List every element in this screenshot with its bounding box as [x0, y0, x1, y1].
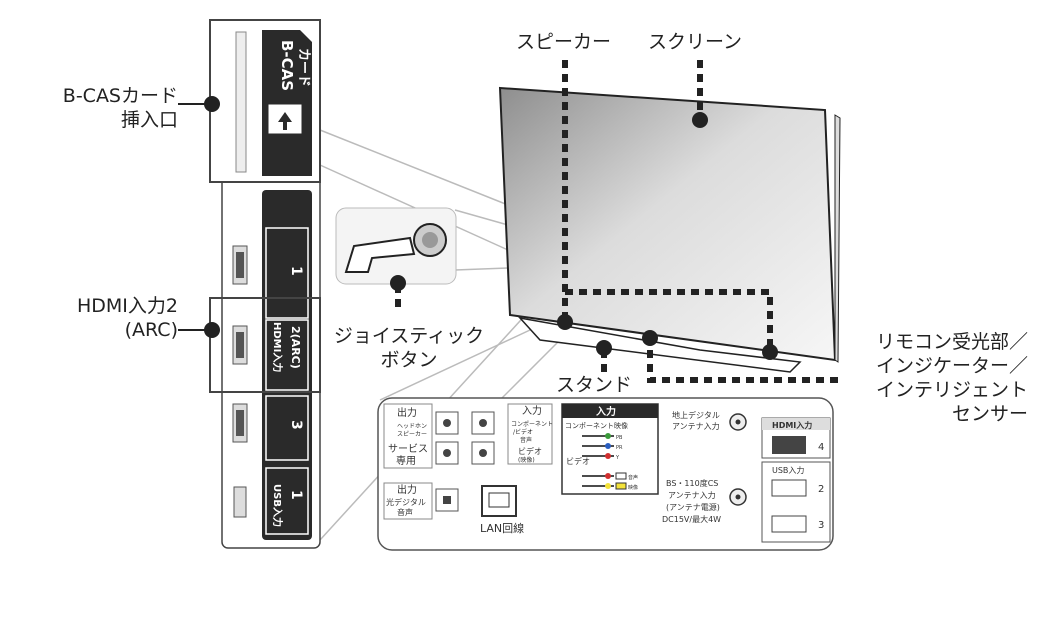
- service-label-1: サービス: [388, 443, 428, 455]
- pb-label: PB: [616, 435, 623, 441]
- speaker-sub-label: スピーカー: [397, 431, 427, 438]
- bs-1: BS・110度CS: [666, 478, 718, 488]
- bs-3: (アンテナ電源): [666, 503, 720, 512]
- hdmi-port-1-label: 1: [288, 266, 304, 276]
- remote-callout-line4: センサー: [951, 403, 1028, 425]
- remote-callout-line3: インテリジェント: [875, 379, 1028, 401]
- joystick-callout-line1: ジョイスティック: [333, 325, 485, 347]
- hdmi2-callout-line2: (ARC): [124, 319, 178, 341]
- usb-port-1-label: 1: [288, 490, 304, 500]
- callout-markers: [178, 60, 842, 383]
- rear-panel-text: 出力 ヘッドホン スピーカー サービス 専用 入力 コンポーネント /ビデオ 音…: [386, 404, 824, 535]
- bcas-slot-label-2: カード: [296, 48, 311, 87]
- hdmi-in-port: 4: [818, 442, 824, 453]
- tv-body: [498, 86, 841, 373]
- usb-in-port-2: 2: [818, 484, 824, 495]
- video-label-1: ビデオ: [518, 446, 542, 456]
- bcas-callout-line2: 挿入口: [120, 109, 178, 131]
- speaker-callout: スピーカー: [516, 31, 612, 53]
- output-label: 出力: [397, 406, 417, 419]
- terrestrial-2: アンテナ入力: [672, 421, 720, 431]
- bcas-slot-label-1: B-CAS: [278, 40, 296, 91]
- video-sub-label: ビデオ: [566, 456, 590, 466]
- service-label-2: 専用: [396, 455, 416, 467]
- video-sig-label: 映像: [628, 484, 638, 491]
- joystick-inset: [335, 207, 457, 285]
- remote-callout-line1: リモコン受光部／: [875, 331, 1028, 353]
- stand-callout: スタンド: [556, 374, 633, 396]
- usb-in-label: USB入力: [772, 465, 804, 475]
- hdmi2-callout-line1: HDMI入力2: [76, 295, 178, 317]
- pr-label: PR: [616, 445, 623, 451]
- optical-out-label: 出力: [397, 483, 417, 496]
- hdmi-group-label: HDMI入力: [271, 322, 284, 372]
- input-box-title: 入力: [596, 405, 616, 418]
- lan-label: LAN回線: [480, 521, 524, 535]
- hdmi-in-label: HDMI入力: [772, 420, 812, 430]
- remote-sensor-callout: リモコン受光部／ インジケーター／ インテリジェント センサー: [830, 330, 1028, 426]
- joystick-callout-line2: ボタン: [380, 349, 438, 371]
- hdmi2-callout: HDMI入力2 (ARC): [30, 294, 178, 342]
- joystick-callout: ジョイスティック ボタン: [320, 324, 498, 372]
- video-label-2: (映像): [518, 456, 535, 464]
- component-audio-sub: 音声: [520, 436, 532, 444]
- bcas-callout-line1: B-CASカード: [62, 85, 178, 107]
- component-audio-1: コンポーネント: [511, 420, 553, 428]
- rear-panel: [377, 397, 834, 551]
- usb-in-port-3: 3: [818, 520, 824, 531]
- remote-callout-line2: インジケーター／: [875, 355, 1028, 377]
- optical-out-sub-1: 光デジタル: [386, 497, 426, 507]
- audio-lr-label: 音声: [628, 474, 638, 481]
- component-video-label: コンポーネント映像: [565, 421, 628, 430]
- terrestrial-1: 地上デジタル: [672, 410, 720, 420]
- bs-2: アンテナ入力: [668, 490, 716, 500]
- side-panel: B-CAS カード 1 HDMI入力 2(ARC) 3 USB入力 1: [209, 19, 321, 549]
- headphone-label: ヘッドホン: [397, 423, 427, 430]
- hdmi-port-3-label: 3: [288, 420, 304, 430]
- hdmi-port-2-label: 2(ARC): [289, 326, 302, 369]
- bs-4: DC15V/最大4W: [662, 514, 721, 524]
- optical-out-sub-2: 音声: [397, 507, 413, 517]
- input-label: 入力: [522, 404, 542, 417]
- screen-callout: スクリーン: [648, 31, 743, 53]
- usb-label: USB入力: [271, 484, 284, 527]
- y-label: Y: [615, 455, 620, 461]
- component-audio-2: /ビデオ: [513, 428, 533, 436]
- bcas-slot-callout: B-CASカード 挿入口: [40, 84, 178, 132]
